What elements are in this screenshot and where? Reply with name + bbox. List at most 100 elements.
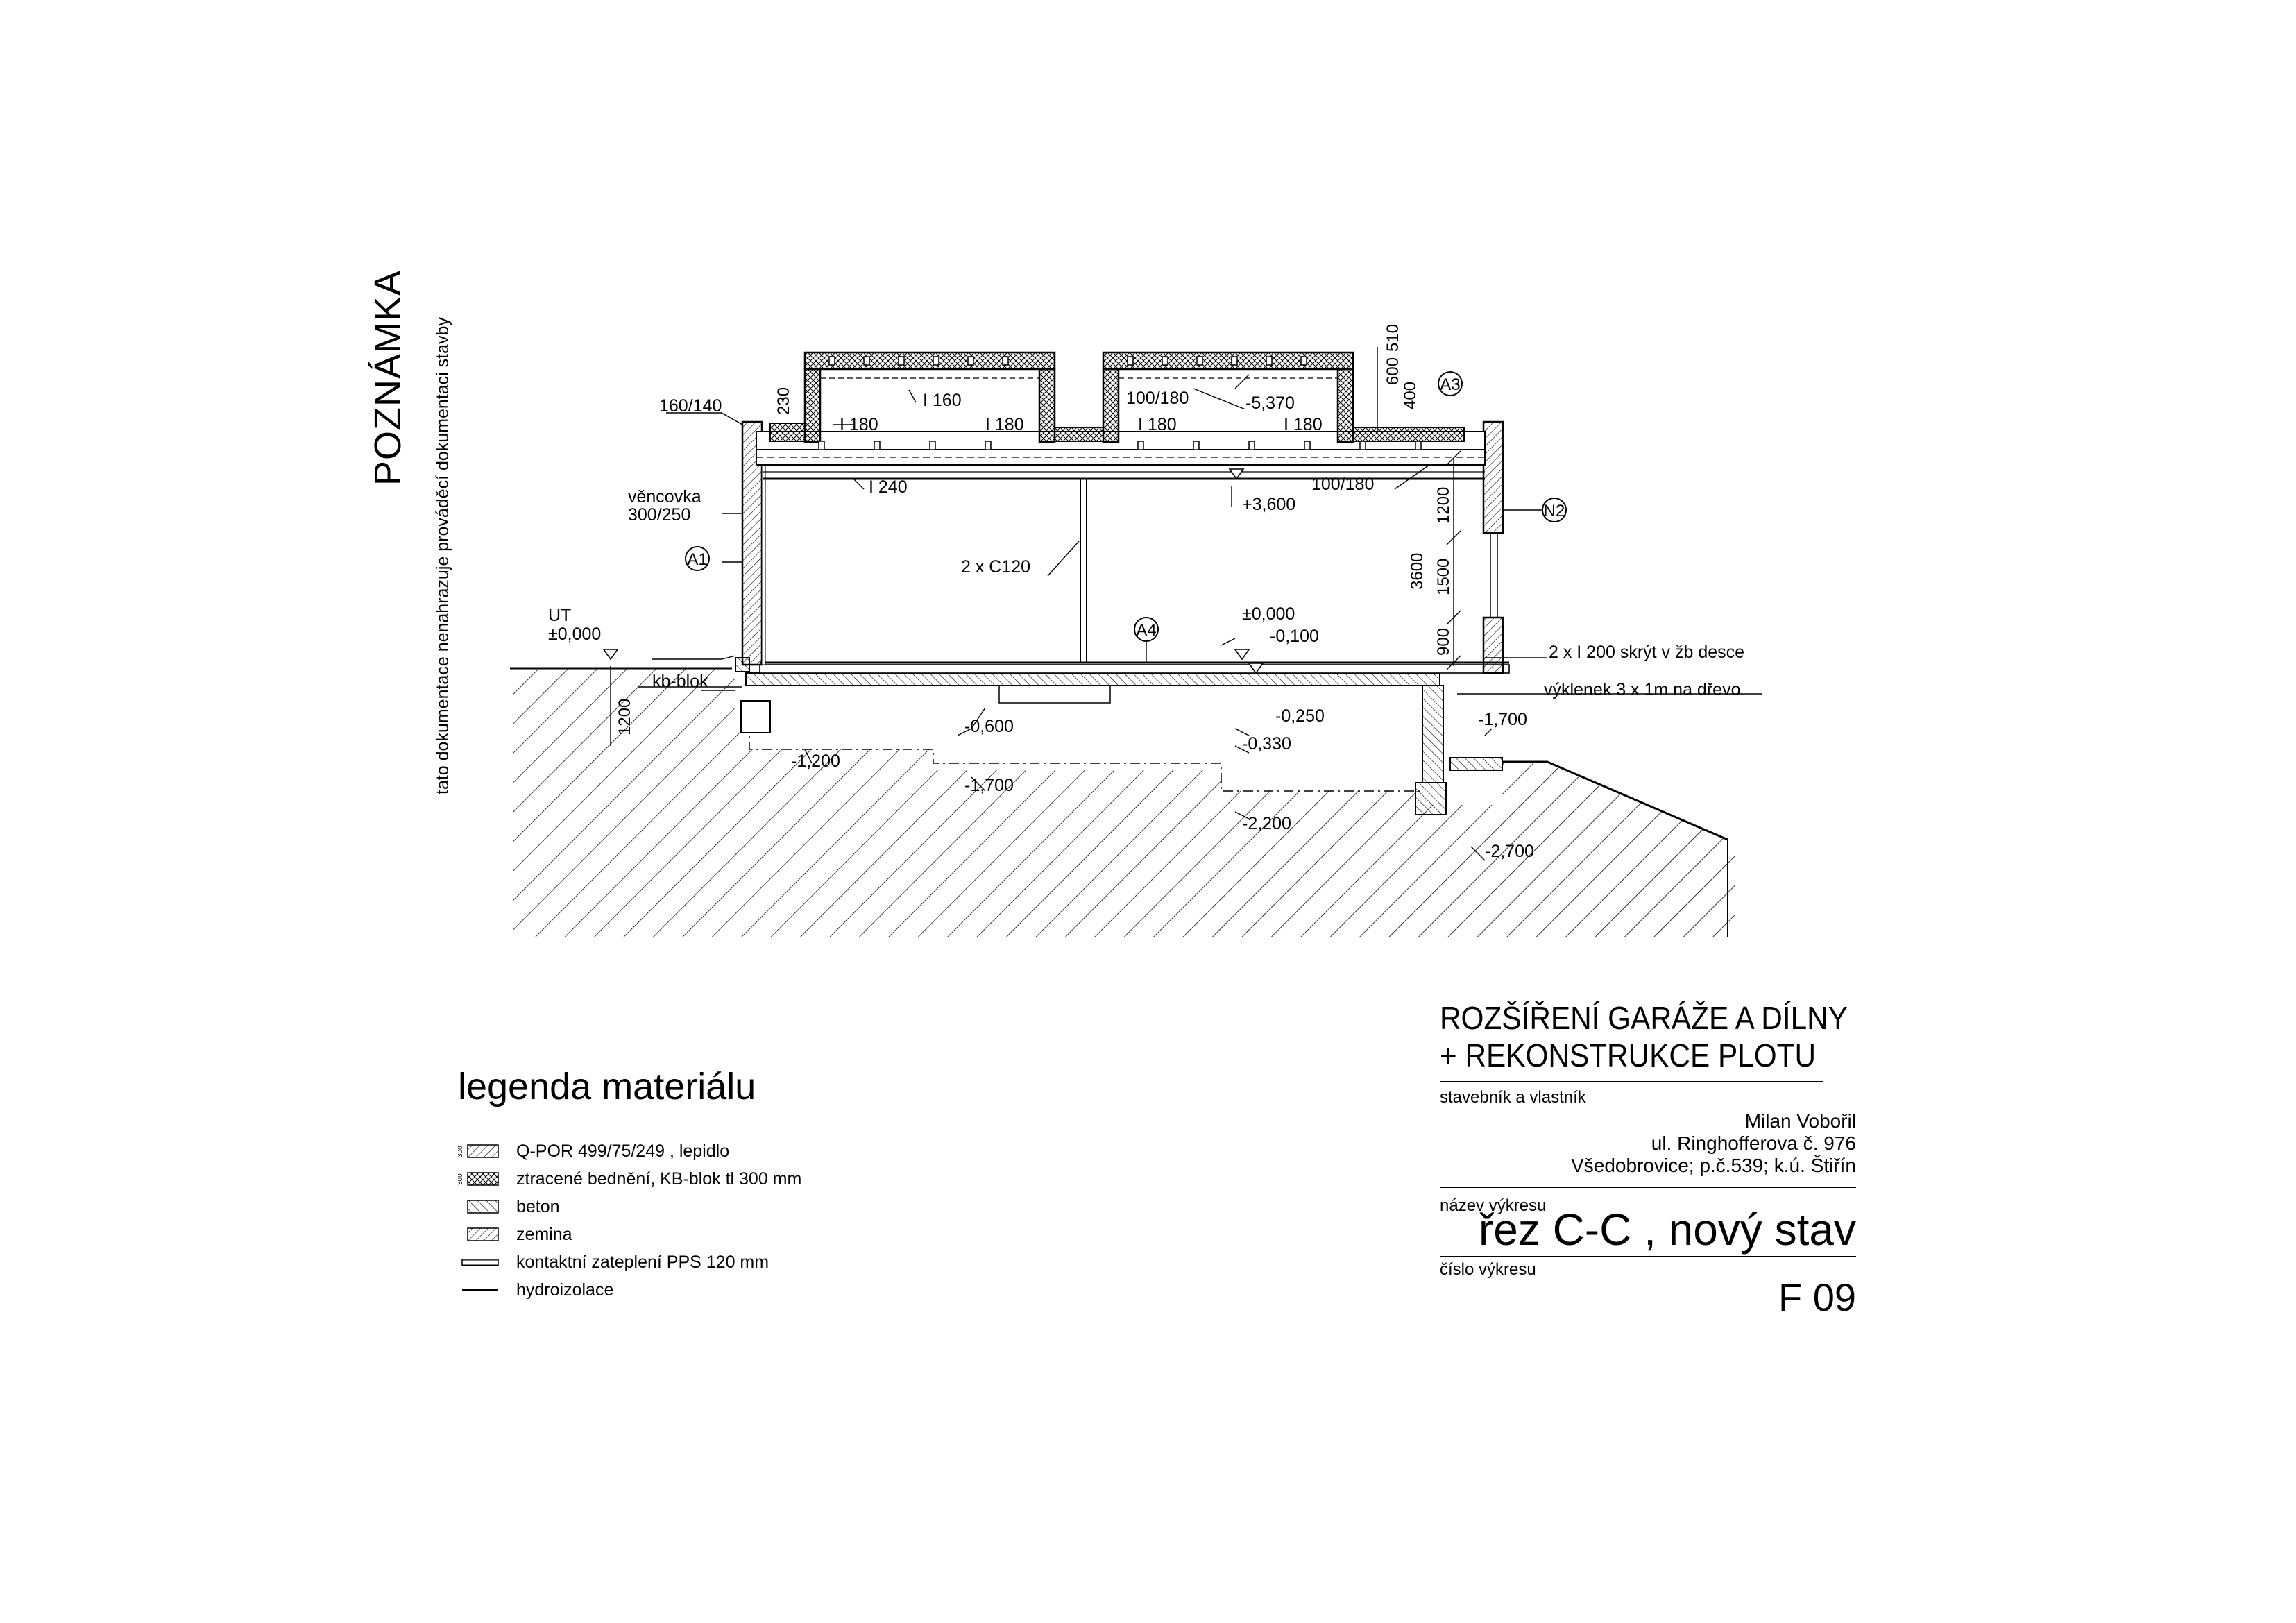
svg-text:300: 300 (458, 1146, 464, 1157)
roof-box-right (1102, 351, 1465, 443)
marker-a3: A3 (1438, 371, 1463, 396)
legend-label: zemina (516, 1224, 572, 1244)
owner-street: ul. Ringhofferova č. 976 (1651, 1132, 1856, 1154)
section-labels: 160/140 230 I 160 I 180 I 180 I 180 I 18… (548, 324, 1744, 861)
svg-text:-5,370: -5,370 (1245, 393, 1295, 413)
marker-a4: A4 (1134, 617, 1159, 663)
svg-text:1200: 1200 (615, 699, 634, 736)
project-title-line1: ROZŠÍŘENÍ GARÁŽE A DÍLNY (1440, 1000, 1848, 1036)
drawing-name-label: název výkresu (1440, 1196, 1547, 1215)
svg-text:I 240: I 240 (869, 477, 908, 497)
svg-text:I 180: I 180 (985, 415, 1024, 434)
svg-text:3600: 3600 (1408, 553, 1427, 590)
sub-slab (998, 685, 1111, 704)
svg-text:I 160: I 160 (923, 391, 962, 410)
excavation-line (749, 722, 1422, 792)
pattern-swatch-pps (461, 1259, 499, 1266)
svg-text:±0,000: ±0,000 (548, 624, 601, 644)
legend-item: beton (458, 1193, 801, 1221)
svg-text:160/140: 160/140 (659, 396, 722, 416)
legend-label: hydroizolace (516, 1280, 614, 1300)
pattern-swatch-kb-blok: 300 (458, 1172, 499, 1186)
pattern-swatch-qpor: 300 (458, 1144, 499, 1158)
svg-text:2 x I 200 skrýt v žb desce: 2 x I 200 skrýt v žb desce (1549, 643, 1744, 662)
svg-text:I 180: I 180 (1284, 415, 1323, 434)
svg-text:100/180: 100/180 (1311, 475, 1374, 494)
pattern-swatch-beton (467, 1200, 499, 1214)
niche-floor (1449, 757, 1503, 771)
floor-layer (759, 664, 1510, 674)
svg-text:-0,250: -0,250 (1275, 706, 1325, 726)
legend-item: 300 ztracené bednění, KB-blok tl 300 mm (458, 1165, 801, 1193)
svg-text:I 180: I 180 (1138, 415, 1177, 434)
wall-right-lower (1482, 616, 1504, 674)
legend-item: zemina (458, 1221, 801, 1248)
drawing-number-label: číslo výkresu (1440, 1260, 1536, 1279)
svg-text:300: 300 (458, 1173, 464, 1185)
owner-name: Milan Vobořil (1744, 1110, 1856, 1132)
terrain-line-right (1502, 760, 1728, 841)
wall-right-upper (1482, 420, 1504, 534)
legend-item: 300 Q-POR 499/75/249 , lepidlo (458, 1137, 801, 1165)
svg-text:-0,330: -0,330 (1242, 734, 1291, 754)
svg-text:2 x C120: 2 x C120 (961, 557, 1030, 577)
roof-box-left (769, 351, 1104, 443)
svg-text:A4: A4 (1136, 621, 1156, 640)
svg-text:600: 600 (1384, 357, 1402, 385)
svg-text:510: 510 (1384, 324, 1402, 352)
svg-text:-2,700: -2,700 (1485, 842, 1534, 861)
svg-text:1500: 1500 (1434, 559, 1453, 595)
drawing-number: F 09 (1778, 1275, 1856, 1319)
purlins (818, 356, 1422, 450)
floor-slab (745, 672, 1440, 686)
legend-item: hydroizolace (458, 1276, 801, 1304)
footing-left (740, 700, 771, 733)
svg-text:400: 400 (1401, 382, 1420, 409)
marker-n2: N2 (1503, 498, 1567, 522)
pattern-swatch-hydroizolace (462, 1289, 498, 1291)
svg-text:A1: A1 (687, 550, 707, 569)
svg-text:900: 900 (1434, 628, 1453, 656)
footing-right (1415, 782, 1447, 815)
note-title: POZNÁMKA (367, 269, 409, 486)
svg-text:-0,100: -0,100 (1270, 627, 1319, 646)
svg-text:kb-blok: kb-blok (652, 672, 708, 691)
svg-text:N2: N2 (1544, 502, 1565, 520)
svg-text:±0,000: ±0,000 (1242, 604, 1295, 624)
legend-label: beton (516, 1196, 560, 1216)
svg-text:-1,700: -1,700 (964, 776, 1014, 795)
svg-text:UT: UT (548, 606, 571, 625)
leader-lines (638, 374, 1762, 861)
svg-text:230: 230 (774, 387, 793, 415)
svg-text:věncovka: věncovka (628, 487, 701, 507)
svg-text:+3,600: +3,600 (1242, 495, 1295, 514)
legend-label: ztracené bednění, KB-blok tl 300 mm (516, 1169, 802, 1189)
svg-text:I 180: I 180 (840, 415, 878, 434)
owner-label: stavebník a vlastník (1440, 1088, 1586, 1107)
wall-left-base (735, 657, 750, 672)
drawing-name: řez C-C , nový stav (1440, 1207, 1856, 1257)
legend-label: kontaktní zateplení PPS 120 mm (516, 1252, 769, 1272)
legend-item: kontaktní zateplení PPS 120 mm (458, 1248, 801, 1276)
svg-text:A3: A3 (1440, 375, 1460, 394)
svg-text:-0,600: -0,600 (964, 717, 1014, 736)
svg-text:-2,200: -2,200 (1242, 814, 1291, 833)
svg-text:300/250: 300/250 (628, 505, 690, 525)
wall-left-insulation (761, 443, 766, 665)
note-subtitle: tato dokumentace nenahrazuje prováděcí d… (433, 317, 452, 794)
svg-text:100/180: 100/180 (1126, 389, 1189, 408)
svg-text:výklenek 3 x 1m na dřevo: výklenek 3 x 1m na dřevo (1544, 680, 1740, 699)
material-legend: legenda materiálu 300 Q-POR 499/75/249 ,… (458, 1065, 801, 1304)
svg-text:-1,200: -1,200 (791, 751, 840, 771)
svg-text:-1,700: -1,700 (1478, 710, 1527, 729)
owner-city: Všedobrovice; p.č.539; k.ú. Štiřín (1440, 1155, 1856, 1188)
soil-hatch (513, 668, 1735, 937)
dimension-vertical (610, 347, 1461, 746)
marker-a1: A1 (685, 546, 710, 571)
legend-label: Q-POR 499/75/249 , lepidlo (516, 1141, 730, 1161)
title-block: ROZŠÍŘENÍ GARÁŽE A DÍLNY + REKONSTRUKCE … (1440, 999, 1856, 1318)
level-marks (602, 468, 1264, 674)
legend-title: legenda materiálu (458, 1066, 756, 1107)
pattern-swatch-zemina (467, 1227, 499, 1241)
